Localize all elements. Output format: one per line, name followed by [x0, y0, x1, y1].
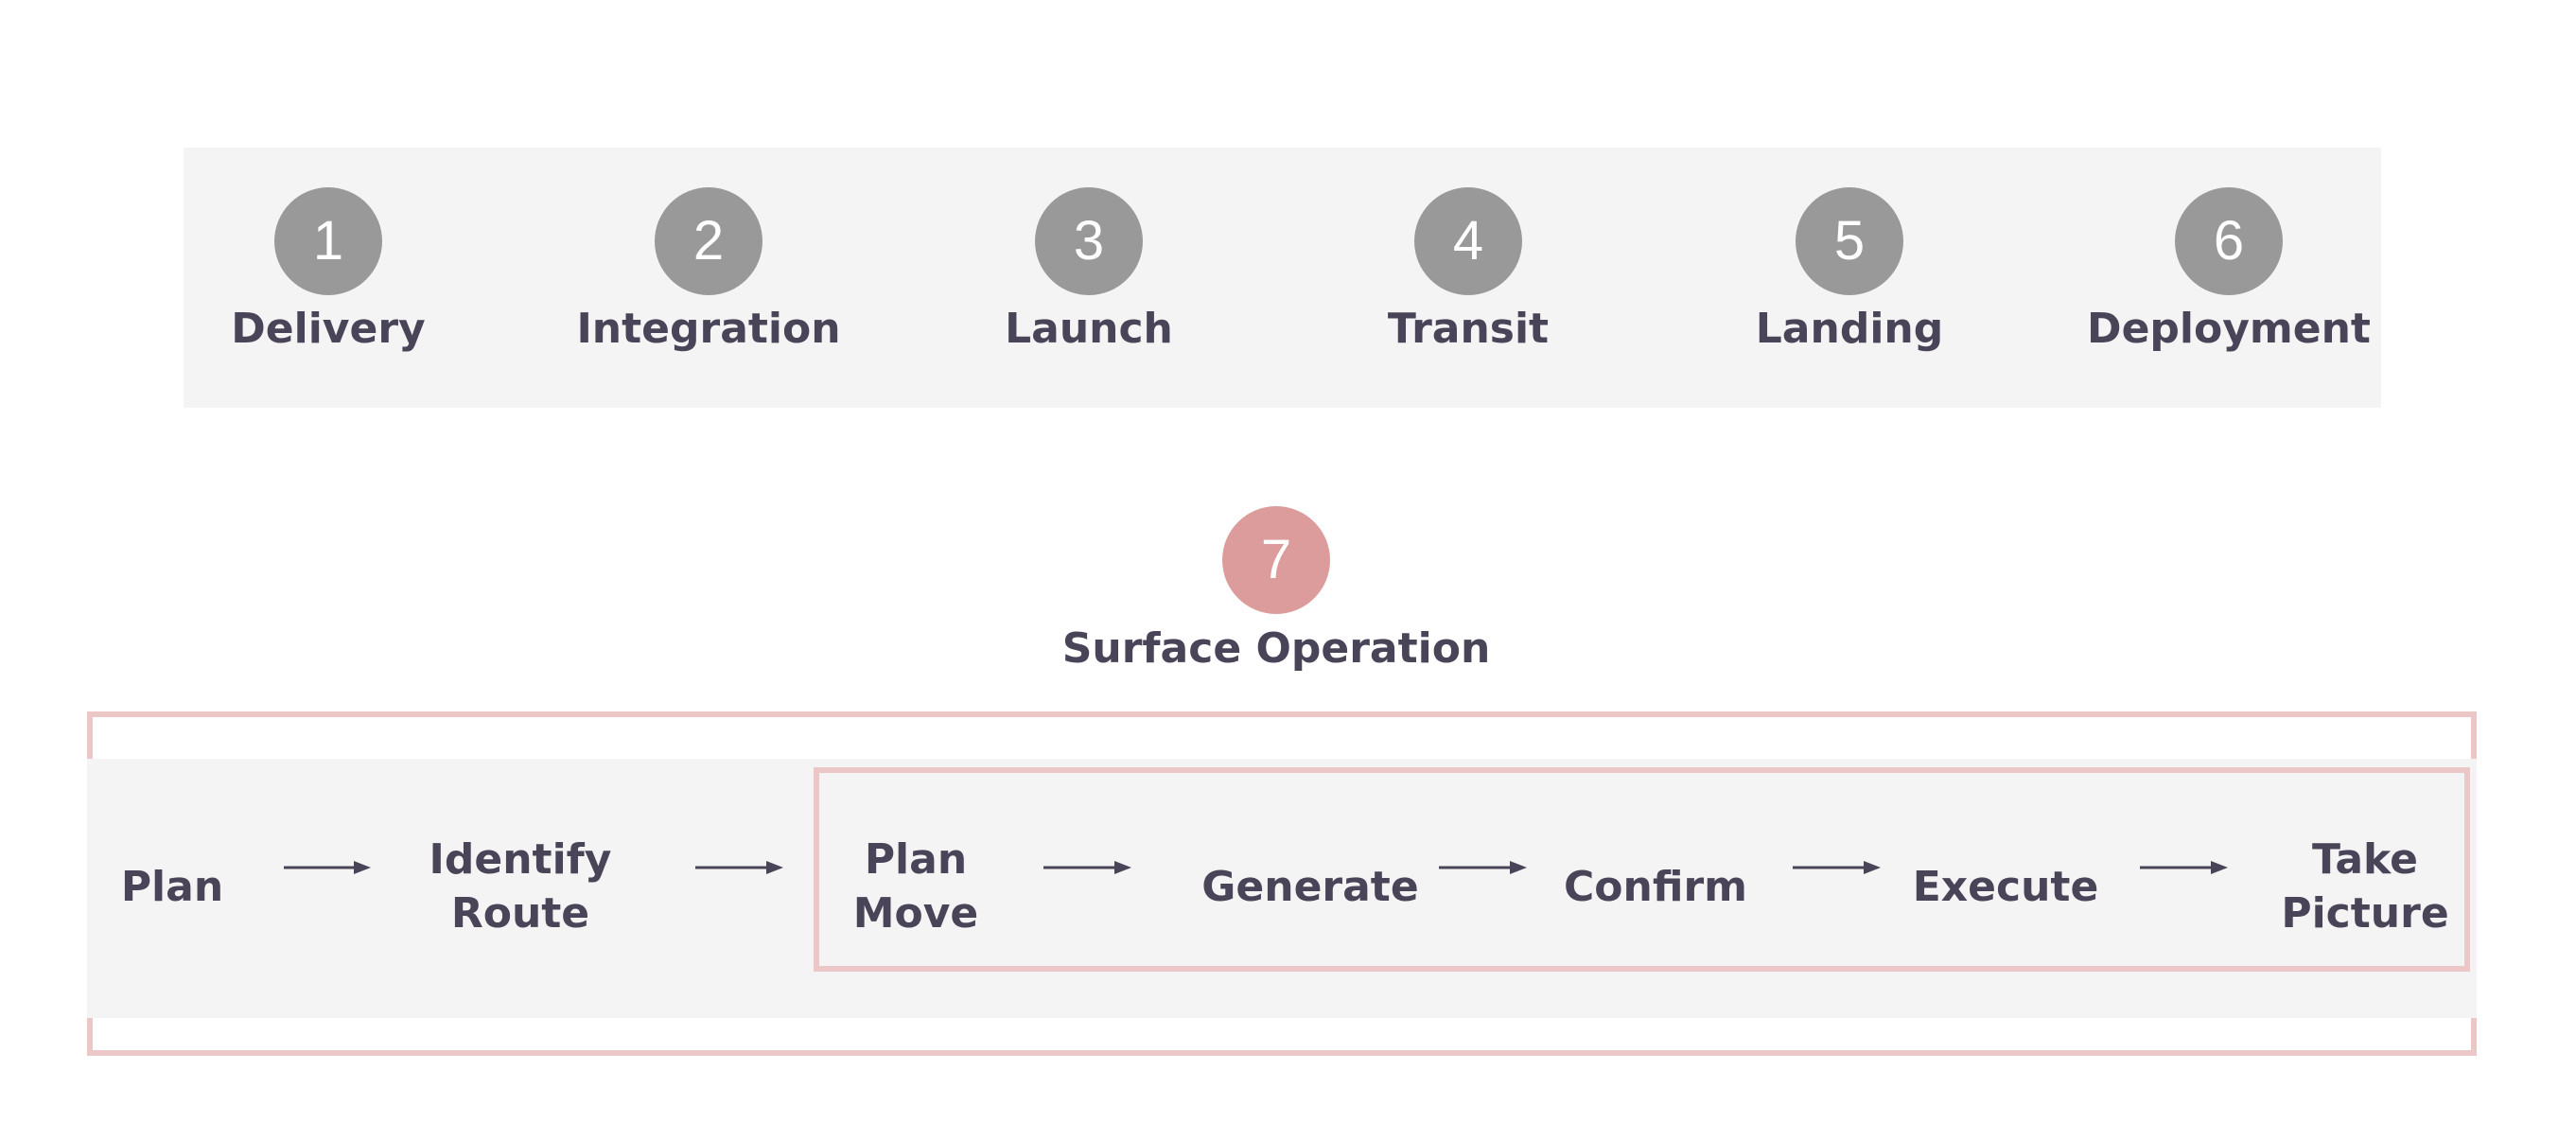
step-label-line: Identify: [429, 835, 612, 884]
phase-integration: 2 Integration: [557, 148, 860, 408]
step-take-picture: Take Picture: [2270, 834, 2460, 939]
step-label-line: Generate: [1201, 862, 1419, 911]
step-execute: Execute: [1901, 834, 2110, 939]
phase-label: Integration: [576, 305, 841, 353]
phase-launch: 3 Launch: [938, 148, 1240, 408]
phase-number-badge: 3: [1035, 187, 1143, 295]
step-confirm: Confirm: [1551, 834, 1760, 939]
step-label-line: Take: [2312, 835, 2418, 884]
step-label-line: Picture: [2281, 889, 2449, 938]
phase-number-badge: 4: [1414, 187, 1522, 295]
phase-delivery: 1 Delivery: [177, 148, 480, 408]
step-label-line: Route: [450, 889, 590, 938]
move-sequence-frame: [814, 767, 2470, 972]
phase-label: Transit: [1387, 305, 1550, 353]
active-phase-number-badge: 7: [1222, 506, 1330, 614]
step-band: [87, 759, 2477, 1018]
step-label-line: Plan: [120, 862, 224, 911]
step-label-line: Move: [852, 889, 979, 938]
step-plan: Plan: [106, 834, 238, 939]
active-phase-label: Surface Operation: [1061, 624, 1491, 673]
phase-number-badge: 2: [655, 187, 762, 295]
step-generate: Generate: [1197, 834, 1424, 939]
step-plan-move: Plan Move: [845, 834, 987, 939]
phase-panel: 1 Delivery 2 Integration 3 Launch 4 Tran…: [184, 148, 2381, 408]
phase-landing: 5 Landing: [1698, 148, 2001, 408]
step-label-line: Confirm: [1563, 862, 1747, 911]
phase-deployment: 6 Deployment: [2077, 148, 2380, 408]
phase-label: Landing: [1755, 305, 1944, 353]
phase-number-badge: 5: [1796, 187, 1903, 295]
phase-transit: 4 Transit: [1317, 148, 1620, 408]
phase-label: Delivery: [231, 305, 426, 353]
phase-number-badge: 1: [274, 187, 382, 295]
step-label-line: Plan: [864, 835, 968, 884]
step-label-line: Execute: [1912, 862, 2099, 911]
phase-number-badge: 6: [2175, 187, 2283, 295]
phase-label: Deployment: [2087, 305, 2371, 353]
step-identify-route: Identify Route: [416, 834, 624, 939]
phase-label: Launch: [1005, 305, 1173, 353]
